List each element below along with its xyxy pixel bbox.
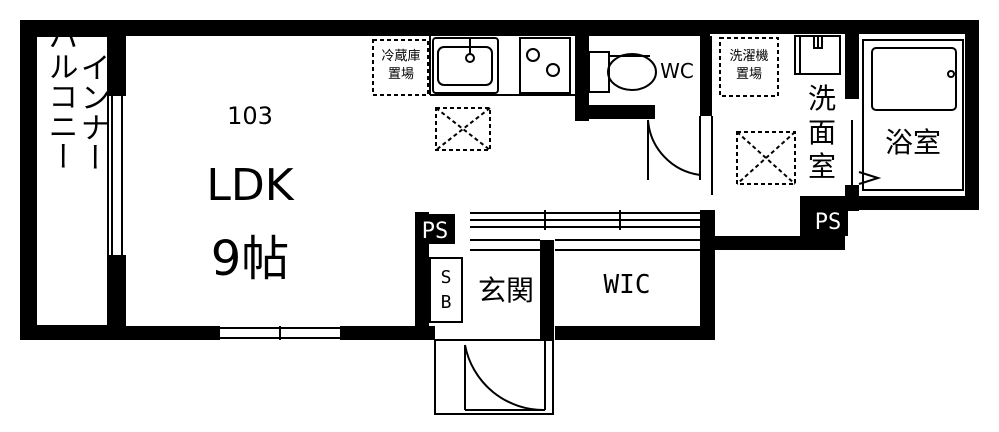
balcony-label-line2: バルコニー [43, 21, 78, 171]
balcony-label-line1: インナー [75, 52, 110, 172]
kitchen [372, 37, 571, 151]
washer-label-2: 置場 [736, 67, 762, 82]
ps-left-box [415, 214, 455, 244]
washroom-label-2: 面 [808, 116, 836, 149]
sb-label-s: S [441, 267, 452, 288]
fridge-label-1: 冷蔵庫 [381, 49, 420, 64]
unit-number: 103 [227, 102, 273, 130]
washroom-label-1: 洗 [808, 82, 836, 115]
ps-left-label: PS [422, 219, 449, 244]
labels: 103 LDK 9帖 インナー バルコニー WC 洗 面 室 浴室 玄関 WIC… [43, 21, 942, 313]
wc-fixtures [588, 51, 701, 180]
wic-label: WIC [604, 270, 651, 300]
washroom-label-3: 室 [808, 150, 836, 183]
washroom-fixtures [719, 37, 796, 185]
wc-label: WC [660, 59, 694, 83]
entrance-label: 玄関 [478, 274, 534, 307]
ps-right-label: PS [815, 210, 842, 235]
washer-label-1: 洗濯機 [729, 49, 768, 64]
thin-partitions [21, 35, 964, 415]
ldk-size-label: 9帖 [211, 231, 290, 287]
bath-label: 浴室 [885, 126, 941, 159]
fridge-label-2: 置場 [388, 67, 414, 82]
sb-label-b: B [441, 292, 452, 313]
ldk-label: LDK [206, 160, 294, 211]
